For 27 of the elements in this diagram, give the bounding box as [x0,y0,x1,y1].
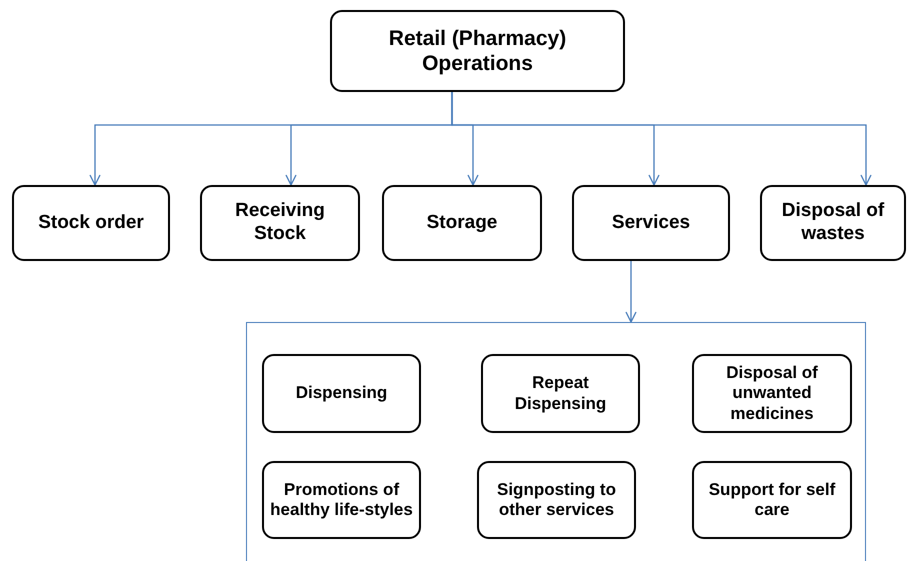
process-box [330,10,625,92]
box-label: Signposting to other services [496,480,617,520]
box-label: Stock order [37,212,145,234]
box-label: Storage [426,212,498,234]
process-box [692,354,852,433]
box-label: Promotions of healthy life-styles [269,480,414,520]
process-box [481,354,640,433]
process-box [262,461,421,539]
box-label: Disposal of wastes [780,200,886,246]
process-box [692,461,852,539]
group-frame [246,322,866,561]
box-label: Repeat Dispensing [514,373,608,414]
arrow [451,92,872,186]
box-label: Retail (Pharmacy) Operations [388,26,568,76]
process-box [382,185,542,261]
arrow [625,261,637,323]
process-box [262,354,421,433]
box-label: Support for self care [708,480,836,520]
process-box [200,185,360,261]
box-label: Receiving Stock [234,200,326,246]
box-label: Services [610,212,692,234]
box-label: Dispensing [294,383,388,404]
process-box [477,461,636,539]
process-box [12,185,170,261]
process-box [760,185,906,261]
process-box [572,185,730,261]
box-label: Disposal of unwanted medicines [725,362,819,424]
